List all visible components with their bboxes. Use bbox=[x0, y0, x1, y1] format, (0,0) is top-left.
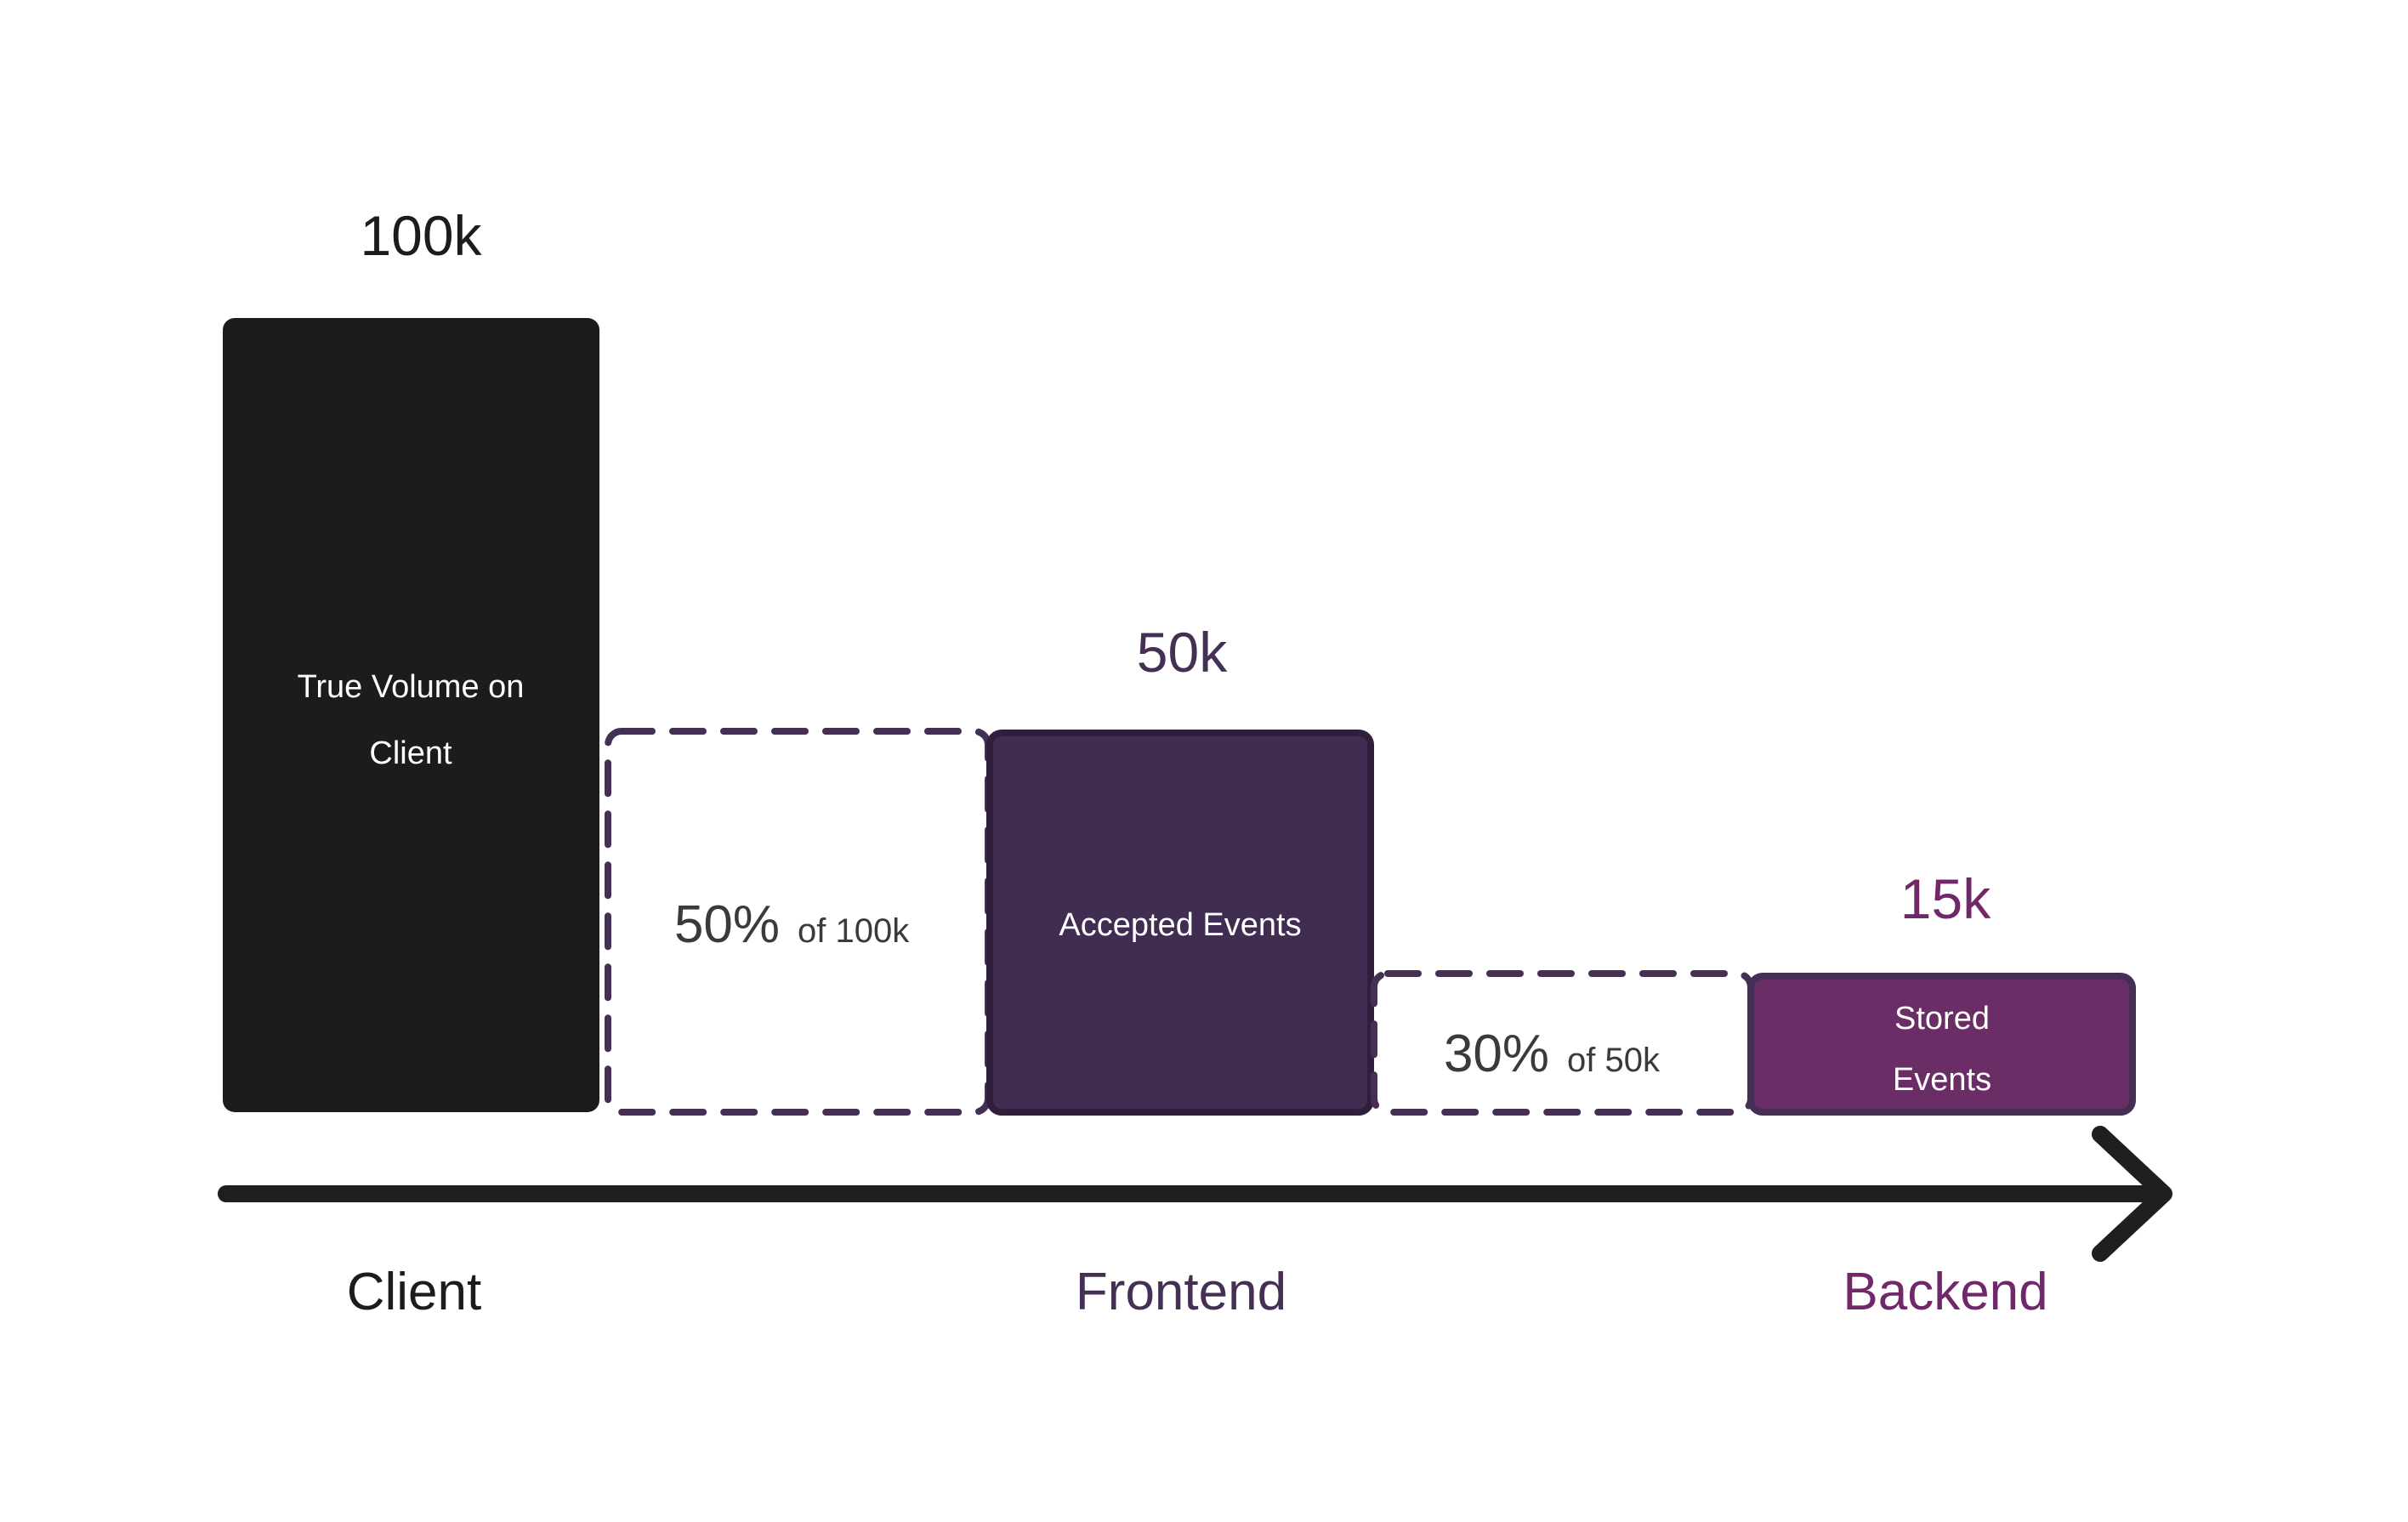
dropoff-dashed-border-1 bbox=[605, 728, 991, 1116]
bar-label-client-line1: True Volume on bbox=[298, 669, 525, 705]
value-label-frontend: 50k bbox=[1137, 621, 1228, 684]
bar-group-client: 100k True Volume on Client bbox=[223, 204, 599, 1112]
stage-label-client: Client bbox=[347, 1263, 482, 1321]
stage-label-backend: Backend bbox=[1843, 1263, 2047, 1321]
bar-label-client-line2: Client bbox=[369, 735, 452, 771]
bar-group-backend: 15k Stored Events bbox=[1747, 867, 2136, 1116]
bar-label-frontend-line1: Accepted Events bbox=[1059, 907, 1301, 943]
dropoff-of-label-1: of 100k bbox=[798, 912, 910, 950]
bar-group-frontend: 50k Accepted Events bbox=[986, 621, 1374, 1116]
bar-client bbox=[223, 318, 599, 1112]
bar-frontend bbox=[986, 730, 1374, 1116]
bar-label-backend-line1: Stored bbox=[1894, 1001, 1990, 1036]
value-label-backend: 15k bbox=[1900, 867, 1991, 930]
dropoff-box-frontend-to-backend: 30% of 50k bbox=[1371, 970, 1754, 1116]
dropoff-percent-2: 30% bbox=[1444, 1025, 1549, 1083]
dropoff-of-label-2: of 50k bbox=[1567, 1042, 1661, 1079]
stage-label-frontend: Frontend bbox=[1076, 1263, 1286, 1321]
bar-backend bbox=[1747, 973, 2136, 1116]
dropoff-percent-1: 50% bbox=[674, 895, 780, 954]
value-label-client: 100k bbox=[360, 204, 482, 267]
dropoff-dashed-border-2 bbox=[1371, 970, 1754, 1116]
axis-arrow bbox=[218, 1126, 2172, 1262]
stage-labels: Client Frontend Backend bbox=[347, 1263, 2048, 1321]
arrow-right-icon bbox=[2092, 1126, 2172, 1262]
bar-label-backend-line2: Events bbox=[1893, 1062, 1991, 1098]
dropoff-box-client-to-frontend: 50% of 100k bbox=[605, 728, 991, 1116]
